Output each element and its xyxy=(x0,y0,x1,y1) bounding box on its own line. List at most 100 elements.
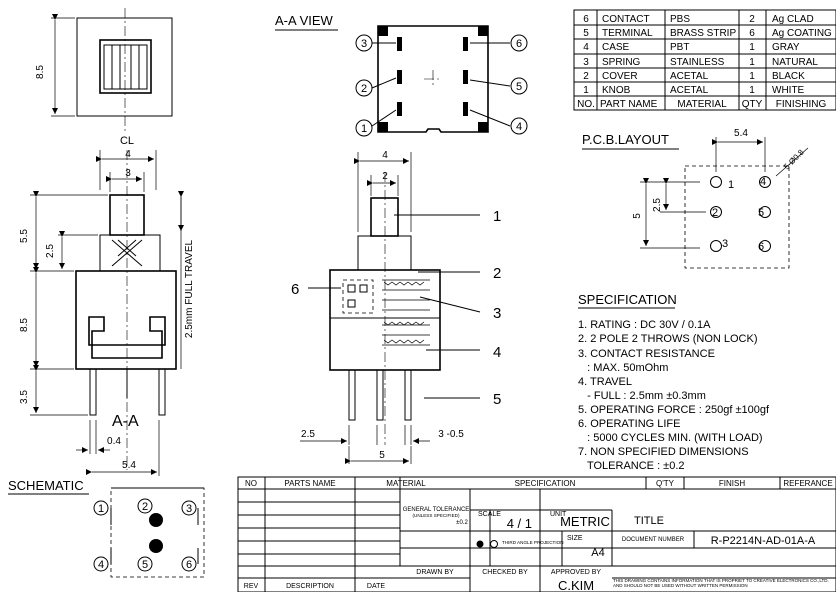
tb-scale: 4 / 1 xyxy=(507,516,532,531)
dim-front-knob-travel: 2.5 xyxy=(45,244,56,258)
tb-size-label: SIZE xyxy=(567,535,583,542)
bom-finishing: GRAY xyxy=(772,42,800,53)
dim-side-w2: 2 xyxy=(382,171,388,182)
tb-scale-label: SCALE xyxy=(478,511,501,518)
tb-document-number: R-P2214N-AD-01A-A xyxy=(711,535,816,547)
dim-front-knob: 5.5 xyxy=(19,229,30,243)
tb-unit: METRIC xyxy=(560,514,610,529)
dim-side-base: 5 xyxy=(379,450,385,461)
dim-pcb-pitch: 2.5 xyxy=(652,198,663,212)
schem-pin-4: 4 xyxy=(98,559,104,571)
section-mark: A-A xyxy=(112,413,139,430)
tb-approver: C.KIM xyxy=(558,578,594,592)
bom-material: PBS xyxy=(670,14,690,25)
dim-front-body: 8.5 xyxy=(19,318,30,332)
tb-projection: THIRD ANGLE PROJECTION xyxy=(502,540,564,545)
bom-header-no: NO. xyxy=(577,99,595,110)
aa-view: A-A VIEW 3 2 1 6 5 4 xyxy=(275,13,528,137)
callout-2: 2 xyxy=(493,265,501,282)
tb-notice: THIS DRAWING CONTAINS INFORMATION THAT I… xyxy=(613,578,829,588)
bom-part: COVER xyxy=(602,71,638,82)
dim-front-base: 5.4 xyxy=(122,460,136,471)
tb-drawn-by: DRAWN BY xyxy=(416,569,454,576)
bom-material: BRASS STRIP xyxy=(670,28,736,39)
tb-checked-by: CHECKED BY xyxy=(482,569,528,576)
tb-tolerance-value: ±0.2 xyxy=(456,520,468,526)
tb-header-no: NO xyxy=(245,479,257,488)
tb-header-material: MATERIAL xyxy=(386,479,426,488)
schem-pin-3: 3 xyxy=(186,503,192,515)
aa-pin-4: 4 xyxy=(516,121,522,133)
title-block: NO PARTS NAME MATERIAL SPECIFICATION Q'T… xyxy=(237,476,836,592)
pcb-pin-5: 5 xyxy=(758,207,764,219)
front-view: 4 3 5.5 2.5 8.5 3.5 2.5mm FULL TRAVEL A-… xyxy=(19,149,195,476)
dim-pcb-w: 5.4 xyxy=(734,128,748,139)
bom-row: 4 CASE PBT 1 GRAY xyxy=(583,42,800,53)
tb-header-parts: PARTS NAME xyxy=(284,479,335,488)
schem-pin-2: 2 xyxy=(142,501,148,513)
bom-no: 4 xyxy=(583,42,589,53)
schematic: SCHEMATIC 1 2 3 4 5 6 xyxy=(8,478,205,578)
bom-part: TERMINAL xyxy=(602,28,653,39)
bom-no: 1 xyxy=(583,85,589,96)
bom-material: STAINLESS xyxy=(670,57,725,68)
spec-line: 4. TRAVEL xyxy=(578,376,632,388)
pcb-pin-2: 2 xyxy=(712,207,718,219)
callout-1: 1 xyxy=(493,208,501,225)
spec-title: SPECIFICATION xyxy=(578,292,677,307)
bom-part: SPRING xyxy=(602,57,641,68)
dim-front-pin: 3.5 xyxy=(19,390,30,404)
bom-material: PBT xyxy=(670,42,689,53)
pcb-pin-1: 1 xyxy=(728,179,734,191)
schem-pin-1: 1 xyxy=(98,503,104,515)
tb-size: A4 xyxy=(591,547,604,559)
schem-pin-5: 5 xyxy=(142,559,148,571)
bom-qty: 1 xyxy=(749,57,755,68)
bom-qty: 1 xyxy=(749,85,755,96)
bom-no: 2 xyxy=(583,71,589,82)
spec-line: 1. RATING : DC 30V / 0.1A xyxy=(578,319,711,331)
centerline-label: CL xyxy=(120,135,134,147)
full-travel-label: 2.5mm FULL TRAVEL xyxy=(184,239,195,338)
bom-header-row: NO. PART NAME MATERIAL QTY FINISHING xyxy=(577,99,826,110)
aa-pin-3: 3 xyxy=(361,38,367,50)
spec-line: - FULL : 2.5mm ±0.3mm xyxy=(578,390,706,402)
bom-row: 5 TERMINAL BRASS STRIP 6 Ag COATING xyxy=(583,28,832,39)
dim-front-pin-t: 0.4 xyxy=(107,436,121,447)
aa-pin-6: 6 xyxy=(516,38,522,50)
specification: SPECIFICATION 1. RATING : DC 30V / 0.1A … xyxy=(578,292,770,472)
dim-top-height: 8.5 xyxy=(35,65,46,79)
spec-line: 3. CONTACT RESISTANCE xyxy=(578,348,715,360)
tb-header-spec: SPECIFICATION xyxy=(515,479,576,488)
tb-title-label: TITLE xyxy=(634,515,664,527)
bom-finishing: WHITE xyxy=(772,85,805,96)
callout-6: 6 xyxy=(291,281,299,298)
bom-header-qty: QTY xyxy=(742,99,763,110)
pcb-pin-6: 6 xyxy=(758,241,764,253)
tb-general-tolerance: GENERAL TOLERANCE xyxy=(403,507,470,513)
bom-row: 3 SPRING STAINLESS 1 NATURAL xyxy=(583,57,818,68)
spec-line: : MAX. 50mOhm xyxy=(578,362,668,374)
bom-qty: 6 xyxy=(749,28,755,39)
dim-pcb-h: 5 xyxy=(632,213,643,219)
spec-line: 5. OPERATING FORCE : 250gf ±100gf xyxy=(578,404,770,416)
spec-line: 6. OPERATING LIFE xyxy=(578,418,681,430)
tb-description: DESCRIPTION xyxy=(286,583,334,590)
schematic-title: SCHEMATIC xyxy=(8,478,84,493)
callout-3: 3 xyxy=(493,305,501,322)
tb-document-label: DOCUMENT NUMBER xyxy=(622,537,685,543)
bom-part: KNOB xyxy=(602,85,631,96)
bom-finishing: BLACK xyxy=(772,71,805,82)
bom-finishing: Ag CLAD xyxy=(772,14,814,25)
bom-part: CONTACT xyxy=(602,14,650,25)
bom-row: 6 CONTACT PBS 2 Ag CLAD xyxy=(583,14,813,25)
dim-side-pitch: 2.5 xyxy=(301,429,315,440)
bom-material: ACETAL xyxy=(670,71,709,82)
bom-material: ACETAL xyxy=(670,85,709,96)
bom-header-finishing: FINISHING xyxy=(776,99,827,110)
bom-finishing: Ag COATING xyxy=(772,28,832,39)
spec-line: : 5000 CYCLES MIN. (WITH LOAD) xyxy=(578,432,763,444)
tb-header-qty: Q'TY xyxy=(656,479,675,488)
bom-qty: 1 xyxy=(749,42,755,53)
bom-header-material: MATERIAL xyxy=(677,99,727,110)
